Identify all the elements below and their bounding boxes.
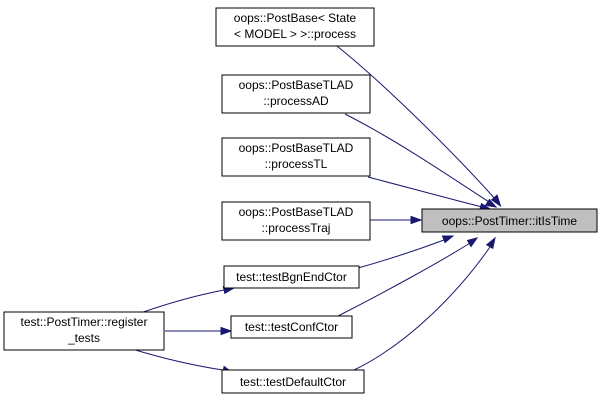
node-posttimer-itistime: oops::PostTimer::itIsTime [421, 208, 598, 233]
node-postbase-process[interactable]: oops::PostBase< State < MODEL > >::proce… [215, 7, 375, 47]
node-label-line: oops::PostBaseTLAD [239, 205, 354, 219]
edge-processtl-to-itistime [367, 176, 492, 212]
edge-testdefaultctor-to-itistime [353, 236, 496, 371]
node-postbasetlad-processad[interactable]: oops::PostBaseTLAD ::processAD [221, 74, 371, 114]
node-label-line: ::processAD [263, 94, 329, 108]
edge-registertests-to-testconfctor [165, 326, 233, 336]
node-label-line: oops::PostBaseTLAD [239, 78, 354, 92]
node-label-line: _tests [67, 331, 100, 345]
node-testconfctor[interactable]: test::testConfCtor [230, 315, 353, 339]
edge-registertests-to-testdefaultctor [131, 348, 235, 374]
node-label-line: test::testBgnEndCtor [236, 270, 347, 284]
node-testbgnendctor[interactable]: test::testBgnEndCtor [223, 265, 360, 289]
node-label-line: oops::PostBase< State [234, 11, 357, 25]
node-label-line: ::processTL [265, 157, 328, 171]
node-label-line: test::PostTimer::register [21, 315, 148, 329]
edge-processad-to-itistime [344, 113, 498, 208]
edge-testconfctor-to-itistime [337, 237, 479, 317]
node-label-line: ::processTraj [262, 221, 331, 235]
node-label-line: < MODEL > >::process [234, 27, 356, 41]
node-label-line: test::testConfCtor [245, 320, 338, 334]
node-label-line: test::testDefaultCtor [240, 375, 346, 389]
node-label-line: oops::PostBaseTLAD [239, 141, 354, 155]
node-postbasetlad-processtraj[interactable]: oops::PostBaseTLAD ::processTraj [221, 201, 371, 241]
edge-postbase-process-to-itistime [336, 45, 502, 208]
edge-testbgnendctor-to-itistime [357, 235, 455, 269]
node-label-line: oops::PostTimer::itIsTime [442, 214, 577, 228]
node-testdefaultctor[interactable]: test::testDefaultCtor [221, 369, 365, 394]
node-posttimer-registertests[interactable]: test::PostTimer::register _tests [3, 311, 165, 351]
node-postbasetlad-processtl[interactable]: oops::PostBaseTLAD ::processTL [221, 137, 371, 177]
edge-processtraj-to-itistime [369, 215, 423, 225]
